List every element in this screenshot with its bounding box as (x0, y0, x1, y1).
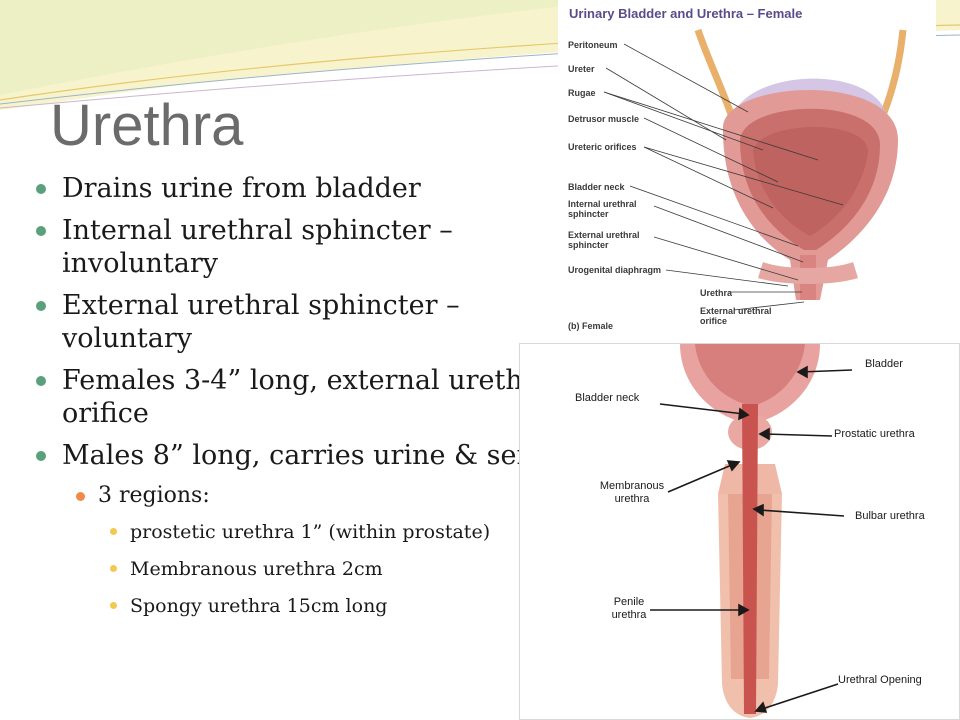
slide-title: Urethra (50, 93, 244, 158)
sub-sub-bullet-dot-icon (110, 565, 117, 572)
label-external-urethral-sphincter: External urethral sphincter (568, 230, 640, 250)
label-peritoneum: Peritoneum (568, 40, 618, 50)
bullet-text: Drains urine from bladder (62, 173, 421, 204)
bullet-item: External urethral sphincter – voluntary (36, 289, 596, 355)
sub-bullet-item: 3 regions: (36, 481, 596, 511)
label-rugae: Rugae (568, 88, 596, 98)
sub-bullet-dot-icon (76, 492, 85, 501)
sub-sub-bullet-text: Spongy urethra 15cm long (130, 595, 388, 617)
bullet-item: Drains urine from bladder (36, 172, 596, 205)
bullet-text: Males 8” long, carries urine & semen (62, 440, 576, 471)
bullet-dot-icon (36, 184, 46, 194)
bullet-list: Drains urine from bladder Internal ureth… (36, 172, 596, 630)
label-bladder-neck: Bladder neck (568, 182, 625, 192)
label-ureteric-orifices: Ureteric orifices (568, 142, 637, 152)
male-urethra-illustration (650, 344, 853, 718)
bullet-dot-icon (36, 226, 46, 236)
female-bladder-illustration (603, 28, 907, 311)
sub-sub-bullet-text: prostetic urethra 1” (within prostate) (130, 521, 491, 543)
bullet-dot-icon (36, 451, 46, 461)
male-urethra-figure: Bladder Bladder neck Prostatic urethra M… (519, 343, 960, 720)
label-membranous-urethra: Membranous urethra (599, 480, 665, 505)
label-urethral-opening: Urethral Opening (838, 674, 922, 686)
sub-sub-bullet-text: Membranous urethra 2cm (130, 558, 383, 580)
label-urogenital-diaphragm: Urogenital diaphragm (568, 265, 662, 275)
bullet-text: Internal urethral sphincter – involuntar… (62, 215, 453, 279)
label-ureter: Ureter (568, 64, 595, 74)
bullet-dot-icon (36, 301, 46, 311)
bullet-dot-icon (36, 376, 46, 386)
bullet-text: Females 3-4” long, external urethral ori… (62, 365, 561, 429)
bullet-item: Internal urethral sphincter – involuntar… (36, 214, 596, 280)
label-bulbar-urethra: Bulbar urethra (855, 510, 925, 522)
sub-sub-bullet-item: Spongy urethra 15cm long (36, 593, 596, 619)
bullet-item: Females 3-4” long, external urethral ori… (36, 364, 596, 430)
sub-sub-bullet-item: prostetic urethra 1” (within prostate) (36, 519, 596, 545)
figure-caption: (b) Female (568, 321, 614, 331)
label-bladder: Bladder (865, 358, 903, 370)
label-internal-urethral-sphincter: Internal urethral sphincter (568, 199, 637, 219)
label-penile-urethra: Penile urethra (611, 596, 647, 621)
sub-sub-bullet-dot-icon (110, 602, 117, 609)
bullet-item: Males 8” long, carries urine & semen (36, 439, 596, 472)
bullet-text: External urethral sphincter – voluntary (62, 290, 460, 354)
label-urethra: Urethra (700, 288, 733, 298)
label-bladder-neck: Bladder neck (575, 392, 640, 404)
figure-title: Urinary Bladder and Urethra – Female (569, 6, 803, 21)
sub-bullet-text: 3 regions: (98, 483, 210, 508)
sub-sub-bullet-item: Membranous urethra 2cm (36, 556, 596, 582)
sub-sub-bullet-dot-icon (110, 528, 117, 535)
label-external-urethral-orifice: External urethral orifice (700, 306, 772, 326)
female-bladder-figure: Urinary Bladder and Urethra – Female (558, 0, 936, 338)
label-detrusor-muscle: Detrusor muscle (568, 114, 640, 124)
label-prostatic-urethra: Prostatic urethra (834, 428, 915, 440)
